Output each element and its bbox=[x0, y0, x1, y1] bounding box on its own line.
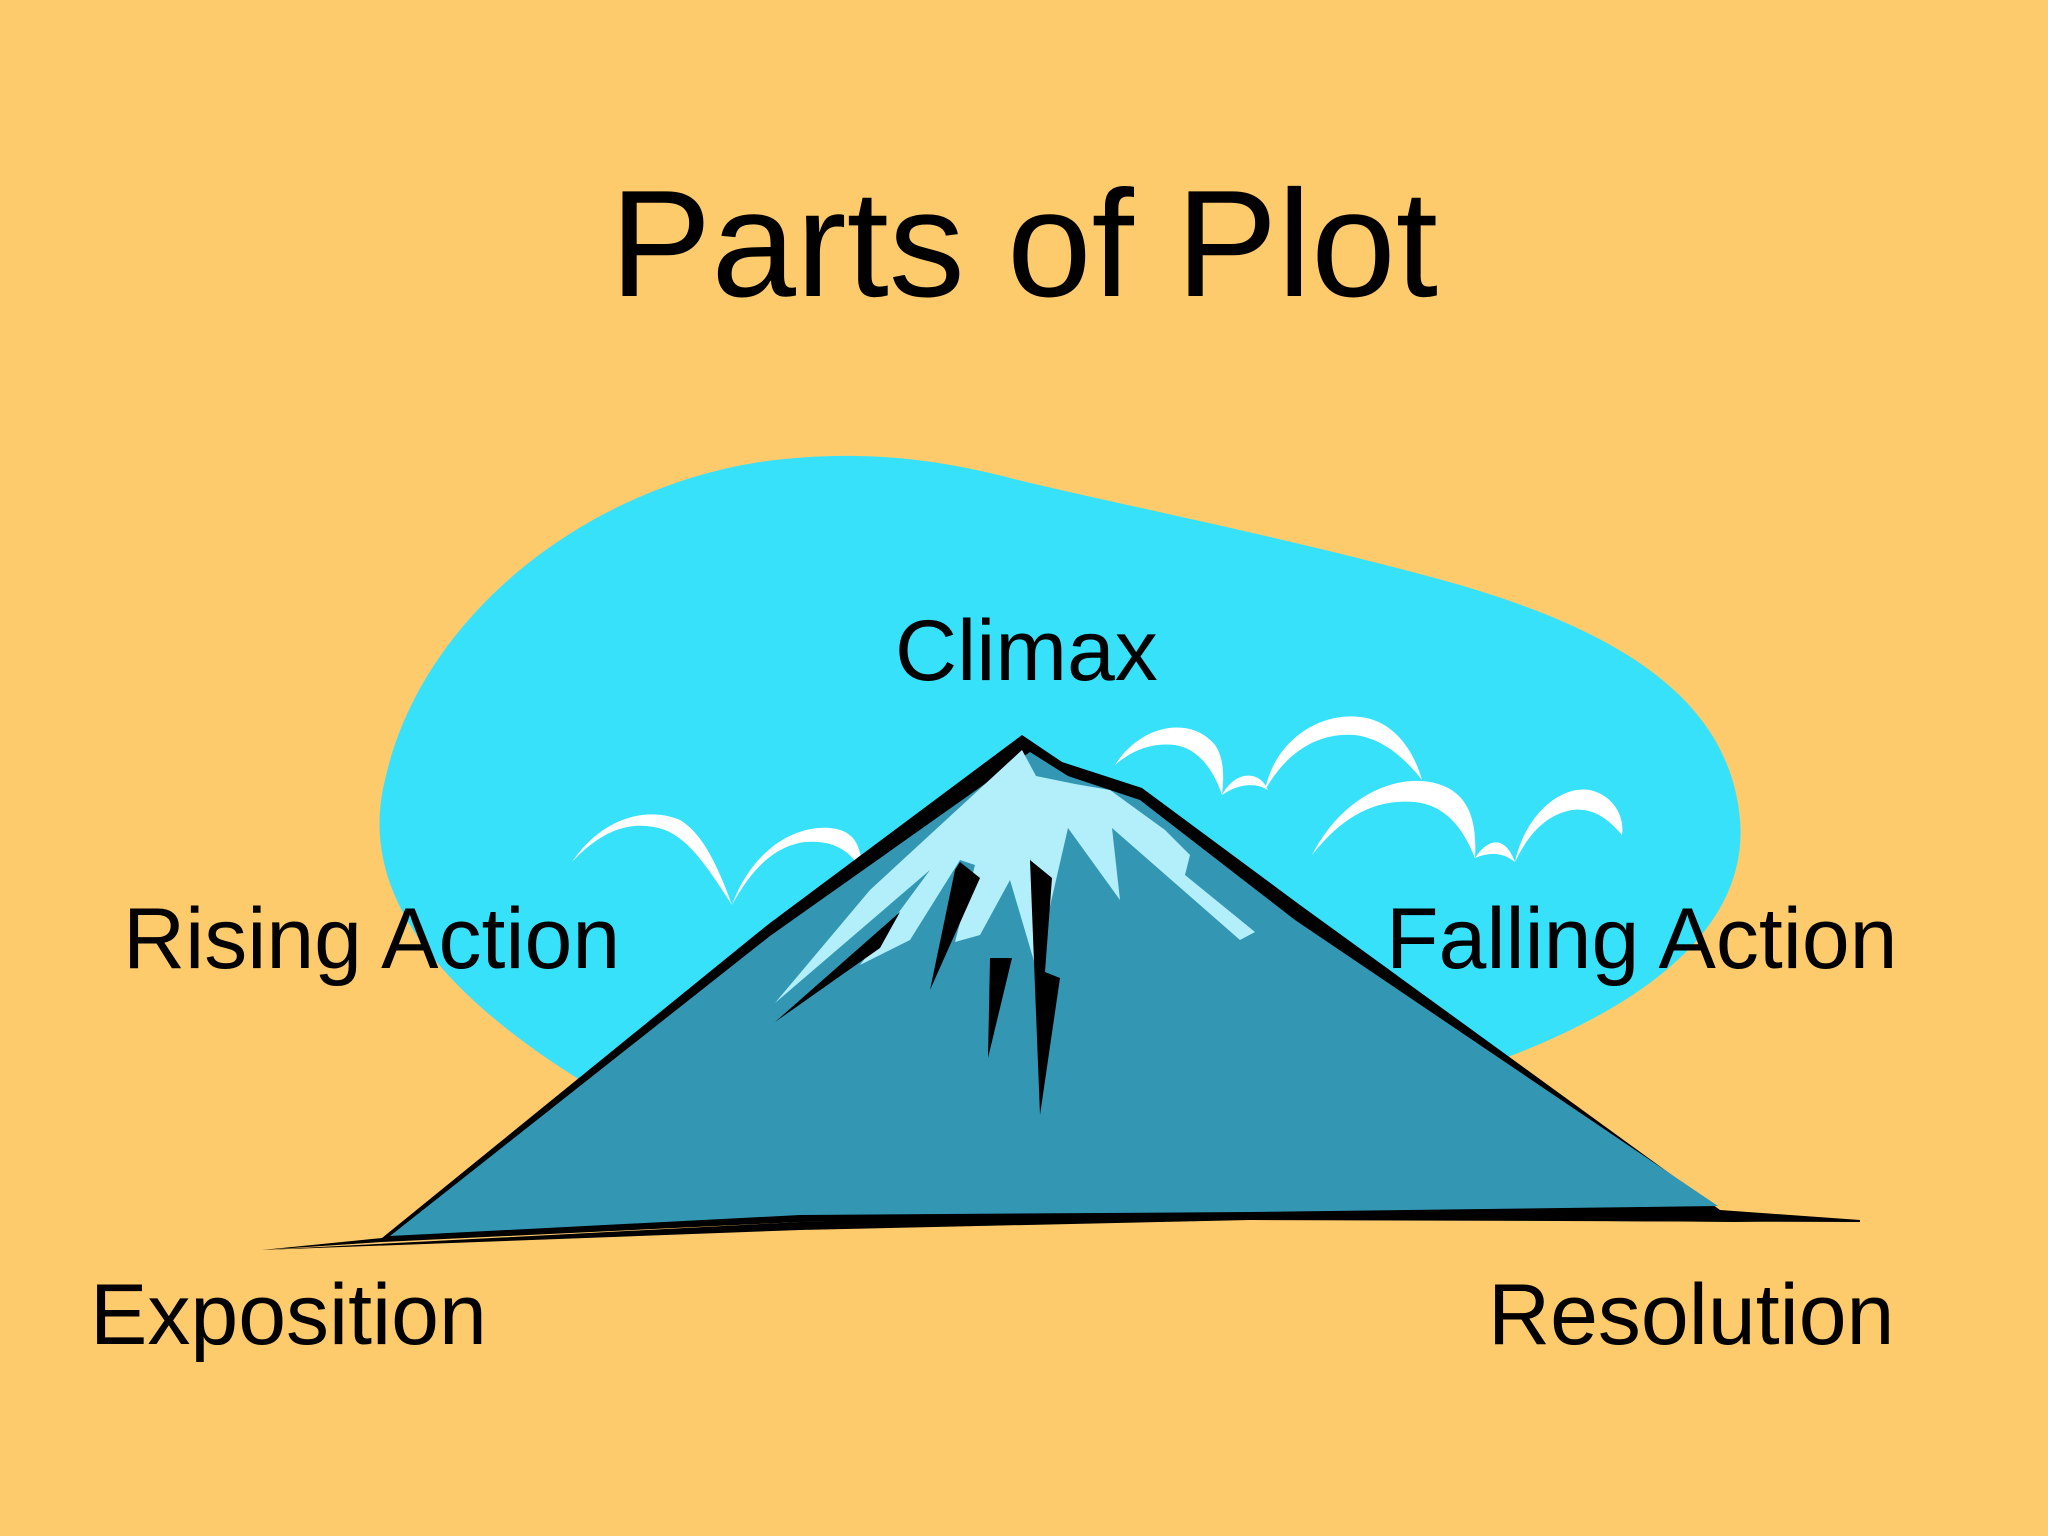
bird-icon bbox=[1115, 727, 1224, 795]
bird-icon bbox=[572, 814, 732, 905]
bird-icon bbox=[1312, 780, 1476, 858]
bird-icon bbox=[732, 827, 862, 905]
bird-icon bbox=[1475, 842, 1515, 862]
label-exposition: Exposition bbox=[90, 1267, 487, 1363]
bird-icon bbox=[1222, 775, 1268, 795]
birds-group bbox=[572, 716, 1623, 905]
slide-title: Parts of Plot bbox=[610, 159, 1438, 329]
label-falling-action: Falling Action bbox=[1386, 891, 1898, 987]
mountain-snow-cap bbox=[775, 750, 1255, 1003]
ground-line bbox=[262, 1214, 1860, 1250]
label-resolution: Resolution bbox=[1488, 1267, 1895, 1363]
bird-icon bbox=[1515, 789, 1623, 862]
bird-icon bbox=[1265, 716, 1422, 790]
label-rising-action: Rising Action bbox=[123, 891, 621, 987]
label-climax: Climax bbox=[895, 603, 1158, 699]
mountain-crevasses bbox=[775, 860, 1060, 1115]
